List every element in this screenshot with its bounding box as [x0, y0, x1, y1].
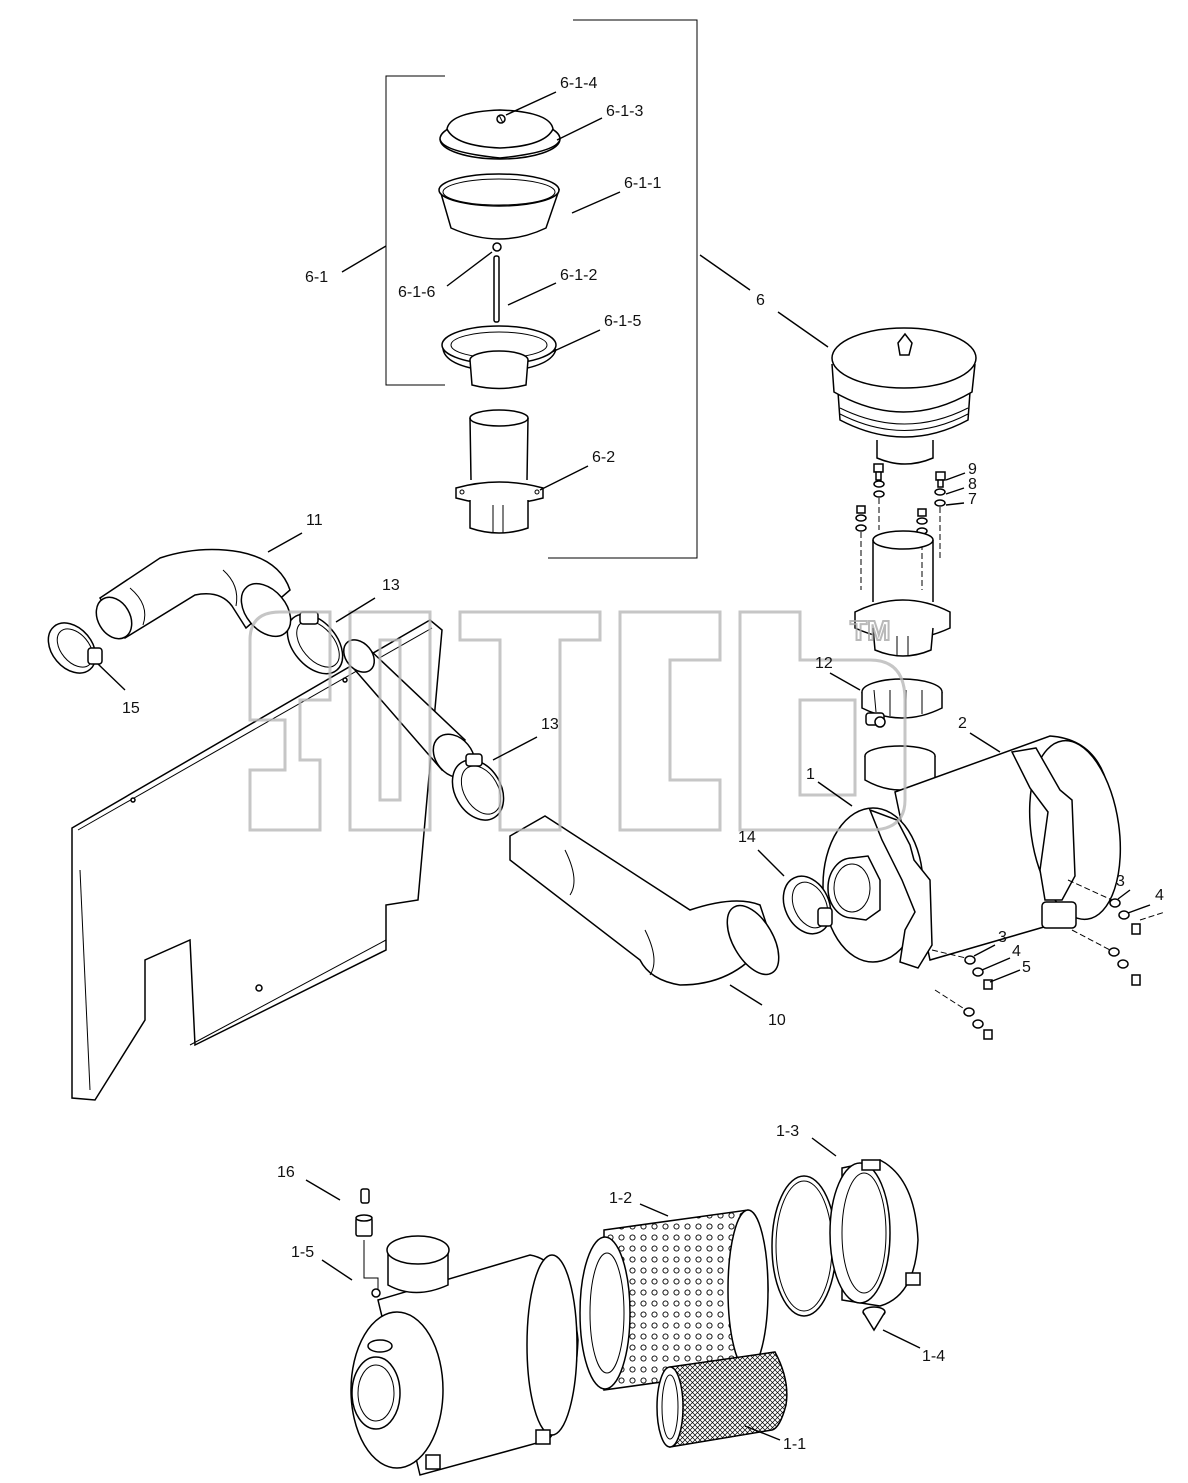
- label-13-lower: 13: [541, 716, 559, 733]
- label-12: 12: [815, 655, 833, 672]
- primary-filter-element-1-2: [579, 1209, 769, 1391]
- label-1-5: 1-5: [291, 1244, 314, 1261]
- hardware-7-8-9: [855, 463, 946, 590]
- restriction-indicator-16: [355, 1188, 373, 1237]
- label-14: 14: [738, 829, 756, 846]
- callout-labels: 6-1-4 6-1-3 6-1-1 6-1 6-1-6 6-1-2 6-1-5 …: [122, 75, 1164, 1453]
- label-4-right: 4: [1155, 887, 1164, 904]
- assembly-bracket-6: [548, 19, 698, 559]
- hose-elbow-11: [95, 548, 292, 640]
- hose-clamp-15: [47, 622, 103, 674]
- inlet-tube-assembled: [854, 530, 951, 657]
- connector-hose: [864, 745, 936, 791]
- label-11: 11: [306, 512, 323, 529]
- label-6-1-1: 6-1-1: [624, 175, 661, 192]
- label-1: 1: [806, 766, 815, 783]
- precleaner-rod-6-1-2: [493, 255, 500, 323]
- fitting-1-5: [363, 1240, 381, 1298]
- label-6-1-6: 6-1-6: [398, 284, 435, 301]
- label-10: 10: [768, 1012, 786, 1029]
- housing-body-1: [350, 1235, 579, 1476]
- precleaner-base-6-1-5: [441, 325, 557, 390]
- label-6-1-3: 6-1-3: [606, 103, 643, 120]
- precleaner-assembly-6: [831, 327, 977, 465]
- end-cover-1-3: [829, 1159, 921, 1307]
- hose-clamp-13-lower: [451, 753, 505, 821]
- precleaner-nut-6-1-6: [492, 242, 502, 252]
- inlet-tube-6-2: [455, 409, 544, 534]
- label-6-1-4: 6-1-4: [560, 75, 597, 92]
- label-5: 5: [1022, 959, 1031, 976]
- label-6-1: 6-1: [305, 269, 328, 286]
- precleaner-cover-6-1-3: [439, 109, 561, 160]
- hose-clamp-14: [782, 875, 833, 935]
- precleaner-bowl-6-1-1: [438, 173, 561, 240]
- hardware-3-4-5: [931, 879, 1166, 1040]
- label-7: 7: [968, 491, 977, 508]
- watermark-tm: TM: [850, 615, 890, 646]
- label-3-right: 3: [1116, 873, 1125, 890]
- hose-clamp-12: [861, 678, 943, 728]
- label-1-3: 1-3: [776, 1123, 799, 1140]
- watermark: TM: [248, 610, 907, 832]
- assembly-bracket-6-1: [385, 75, 445, 386]
- label-15: 15: [122, 700, 140, 717]
- label-16: 16: [277, 1164, 295, 1181]
- label-8: 8: [968, 476, 977, 493]
- o-ring-gasket: [771, 1175, 837, 1317]
- label-6-1-5: 6-1-5: [604, 313, 641, 330]
- label-4-lower: 4: [1012, 943, 1021, 960]
- hose-elbow-10: [509, 815, 780, 986]
- air-cleaner-assembly-1: [822, 735, 1122, 969]
- label-13-upper: 13: [382, 577, 400, 594]
- dust-valve-1-4: [862, 1306, 886, 1332]
- label-9: 9: [968, 461, 977, 478]
- label-6-2: 6-2: [592, 449, 615, 466]
- label-1-1: 1-1: [783, 1436, 806, 1453]
- label-3-lower: 3: [998, 929, 1007, 946]
- label-6: 6: [756, 292, 765, 309]
- label-2: 2: [958, 715, 967, 732]
- label-6-1-2: 6-1-2: [560, 267, 597, 284]
- safety-filter-element-1-1: [656, 1351, 788, 1448]
- label-1-4: 1-4: [922, 1348, 945, 1365]
- leader-lines: [97, 91, 1151, 1441]
- label-1-2: 1-2: [609, 1190, 632, 1207]
